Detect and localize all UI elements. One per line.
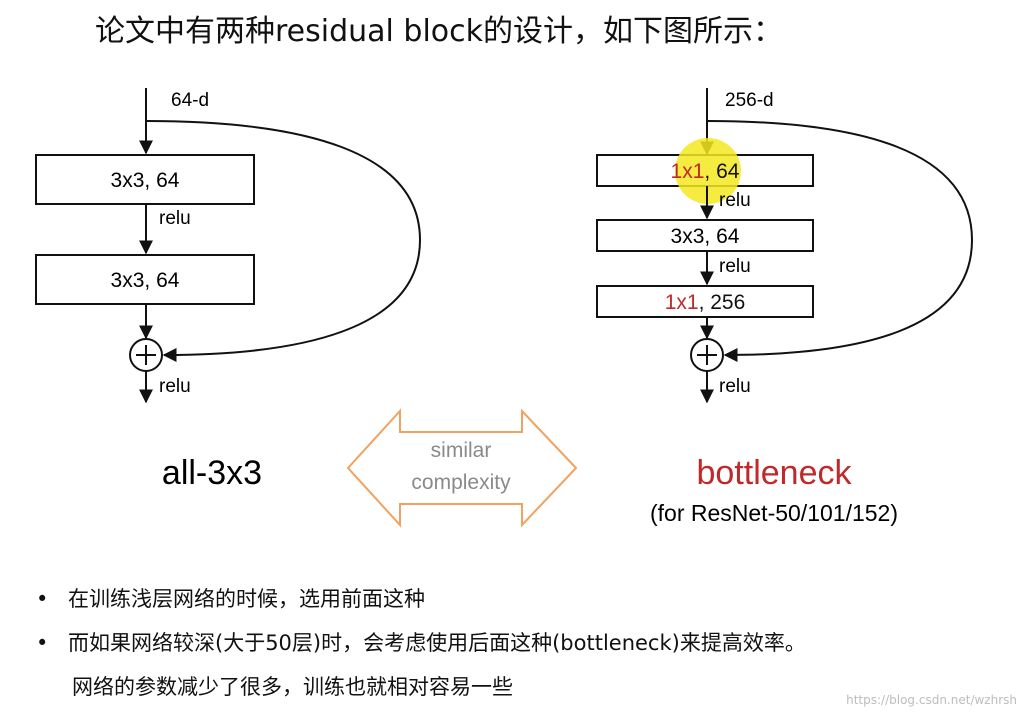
left-input-label: 64-d bbox=[171, 90, 209, 111]
right-layer2-box bbox=[596, 219, 814, 252]
residual-block-diagram: 64-d 3x3, 64 relu 3x3, 64 relu all-3x3 s… bbox=[35, 88, 974, 528]
bullet-item-1: • 在训练浅层网络的时候，选用前面这种 bbox=[30, 577, 1010, 621]
right-layer1-rest: , 64 bbox=[704, 160, 739, 183]
double-arrow-shape bbox=[346, 408, 578, 528]
bullet-dot: • bbox=[36, 631, 49, 655]
left-block-name: all-3x3 bbox=[162, 454, 262, 492]
right-layer3-box bbox=[596, 285, 814, 318]
left-layer1-box bbox=[35, 154, 255, 205]
right-layer2-label: 3x3, 64 bbox=[671, 225, 740, 248]
right-relu2-label: relu bbox=[719, 256, 751, 277]
watermark: https://blog.csdn.net/wzhrsh bbox=[846, 693, 1017, 707]
right-add-node bbox=[690, 338, 724, 372]
bullet-continuation: 网络的参数减少了很多，训练也就相对容易一些 bbox=[72, 675, 513, 699]
left-add-node bbox=[129, 338, 163, 372]
right-layer3-label: 1x1, 256 bbox=[665, 291, 746, 314]
left-layer2-label: 3x3, 64 bbox=[111, 269, 180, 292]
arrow-text-line2: complexity bbox=[411, 471, 511, 494]
bullet-text-2: 而如果网络较深(大于50层)时，会考虑使用后面这种(bottleneck)来提高… bbox=[68, 631, 806, 655]
right-block-name: bottleneck bbox=[697, 454, 853, 492]
right-layer3-rest: , 256 bbox=[699, 291, 746, 314]
left-layer1-label: 3x3, 64 bbox=[111, 169, 180, 192]
right-relu-out-label: relu bbox=[719, 376, 751, 397]
right-block-subtitle: (for ResNet-50/101/152) bbox=[650, 500, 898, 526]
right-relu1-label: relu bbox=[719, 190, 751, 211]
right-residual-block: 256-d 1x1, 64 relu 3x3, 64 relu 1x1, 256… bbox=[596, 88, 974, 526]
right-input-label: 256-d bbox=[725, 90, 774, 111]
right-layer3-red: 1x1 bbox=[665, 291, 699, 314]
similar-complexity-arrow: similar complexity bbox=[346, 408, 578, 528]
page-title: 论文中有两种residual block的设计，如下图所示： bbox=[95, 14, 784, 49]
right-layer1-red: 1x1 bbox=[671, 160, 705, 183]
highlight-marker bbox=[675, 138, 741, 204]
left-residual-block: 64-d 3x3, 64 relu 3x3, 64 relu all-3x3 bbox=[35, 88, 422, 492]
left-relu1-label: relu bbox=[159, 208, 191, 229]
bullet-text-1: 在训练浅层网络的时候，选用前面这种 bbox=[68, 587, 425, 611]
right-layer1-label: 1x1, 64 bbox=[671, 160, 740, 183]
arrow-text-line1: similar bbox=[431, 439, 492, 462]
bullet-dot: • bbox=[36, 587, 49, 611]
bullet-item-2: • 而如果网络较深(大于50层)时，会考虑使用后面这种(bottleneck)来… bbox=[30, 621, 1010, 665]
left-skip-connection bbox=[145, 120, 422, 362]
bullet-list: • 在训练浅层网络的时候，选用前面这种 • 而如果网络较深(大于50层)时，会考… bbox=[30, 577, 1010, 709]
right-skip-connection bbox=[706, 120, 974, 362]
left-relu-out-label: relu bbox=[159, 376, 191, 397]
